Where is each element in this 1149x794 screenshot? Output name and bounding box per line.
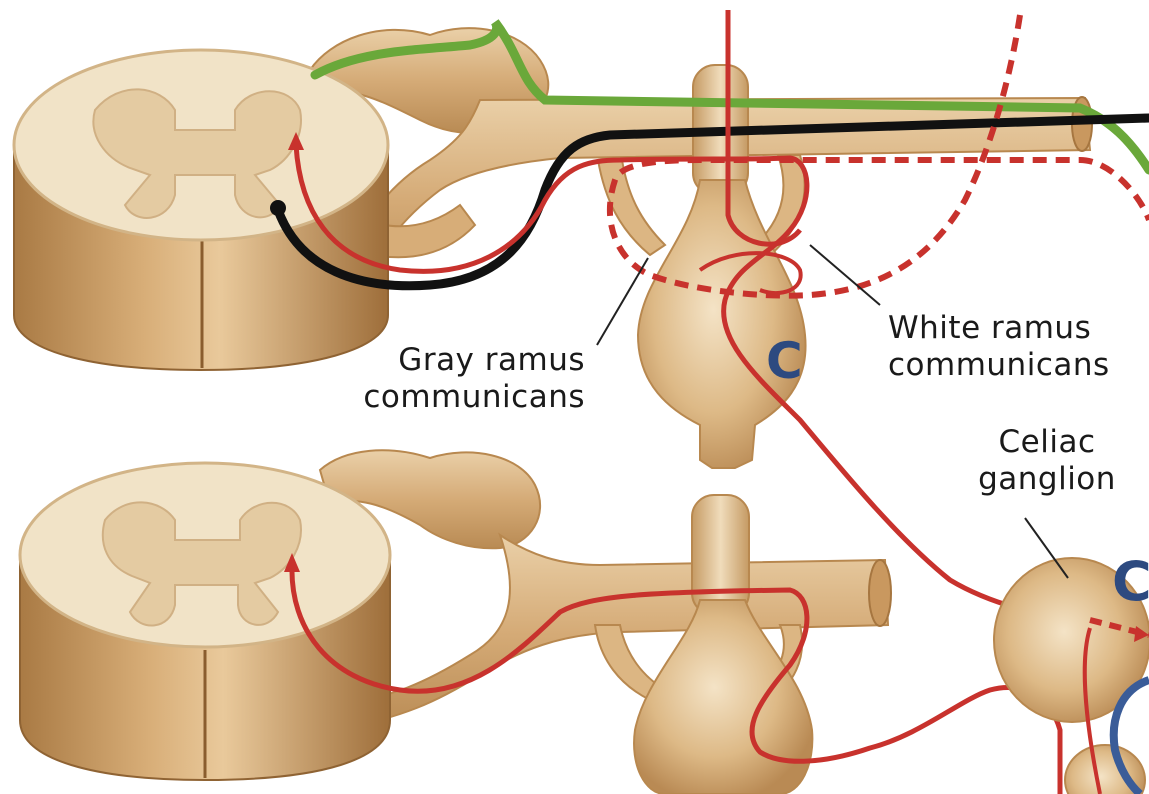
gray-ramus-label-line2: communicans (340, 379, 585, 416)
gray-ramus-label: Gray ramus communicans (340, 342, 585, 416)
upper-c-mark: C (766, 332, 803, 390)
celiac-c-mark: C (1112, 550, 1149, 613)
upper-sensory-terminal (270, 200, 286, 216)
white-ramus-label-line1: White ramus (888, 310, 1138, 347)
lower-nerve-end (869, 560, 891, 626)
celiac-ganglion-label: Celiac ganglion (962, 424, 1132, 498)
white-ramus-label: White ramus communicans (888, 310, 1138, 384)
celiac-label-line1: Celiac (962, 424, 1132, 461)
lower-segment (20, 450, 1060, 794)
celiac-region: C (994, 518, 1149, 794)
lower-chain-trunk (692, 495, 749, 615)
gray-ramus-label-line1: Gray ramus (340, 342, 585, 379)
celiac-label-line2: ganglion (962, 461, 1132, 498)
white-ramus-label-line2: communicans (888, 347, 1138, 384)
